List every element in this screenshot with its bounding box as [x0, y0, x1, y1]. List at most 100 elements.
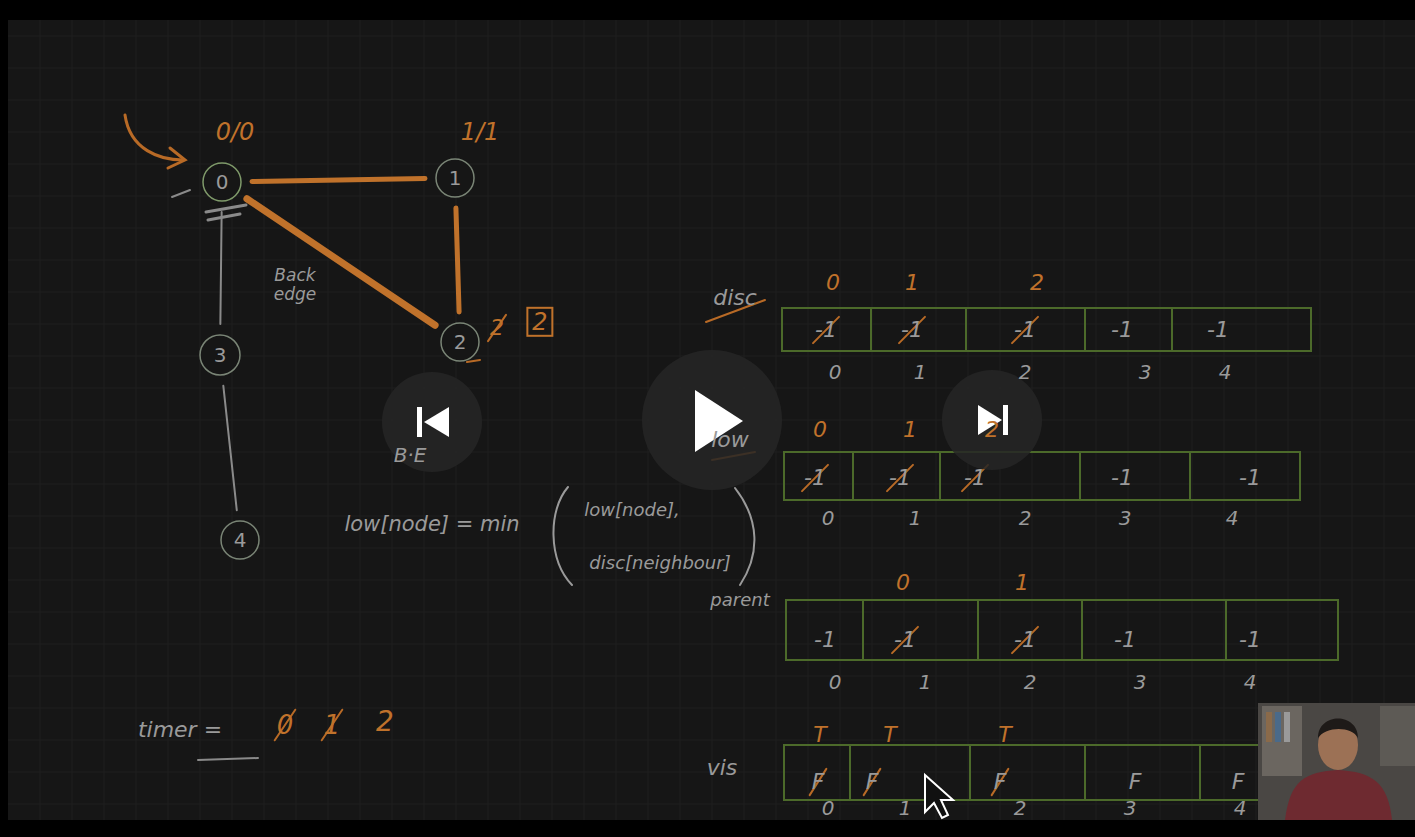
edge-note: B·E — [394, 444, 427, 466]
array-index: 1 — [919, 671, 932, 693]
edge-note: Back edge — [269, 266, 321, 303]
array-index: 2 — [1019, 361, 1032, 383]
graph-edge — [247, 199, 435, 326]
array-name: low — [711, 428, 749, 452]
graph-vertex: 2 — [440, 322, 480, 362]
array-cell: -1 — [1239, 628, 1261, 652]
graph-vertex: 0 — [202, 162, 242, 202]
array-name: disc — [713, 286, 757, 310]
strike-mark — [1012, 627, 1038, 653]
graph-edge — [252, 179, 425, 182]
array-name: parent — [710, 590, 769, 610]
formula: disc[neighbour] — [589, 553, 730, 573]
array-value: 2 — [985, 418, 999, 442]
array-value: 1 — [903, 418, 917, 442]
strike-mark — [813, 317, 839, 343]
strike-mark — [488, 315, 506, 341]
array-value: T — [813, 723, 826, 747]
vertex-number: 0 — [202, 162, 242, 202]
timer-label: timer = — [138, 718, 222, 742]
strike-mark — [992, 769, 1009, 795]
graph-edge — [456, 208, 459, 312]
array-index: 2 — [1024, 671, 1037, 693]
strike-mark — [899, 317, 925, 343]
array-cell: -1 — [804, 466, 826, 490]
array-cell: -1 — [1111, 318, 1133, 342]
formula: low[node], — [584, 500, 679, 520]
array-index: 4 — [1226, 507, 1239, 529]
array-cell: F — [866, 770, 879, 794]
array-cell: -1 — [901, 318, 923, 342]
array-value: T — [998, 723, 1011, 747]
array-value: 1 — [1015, 571, 1029, 595]
array-cell: -1 — [1014, 318, 1036, 342]
strike-mark — [322, 710, 343, 741]
array-cell: F — [1232, 770, 1245, 794]
vertex-number: 2 — [440, 322, 480, 362]
array-index: 0 — [822, 797, 835, 819]
array-name: vis — [707, 756, 738, 780]
array-index: 2 — [1014, 797, 1027, 819]
array-cell: -1 — [894, 628, 916, 652]
array-index: 4 — [1234, 797, 1247, 819]
formula: low[node] = min — [344, 513, 519, 536]
array-cell: -1 — [1111, 466, 1133, 490]
array-index: 3 — [1124, 797, 1137, 819]
vertex-number: 1 — [435, 158, 475, 198]
array-value: 0 — [826, 271, 840, 295]
array-index: 2 — [1019, 507, 1032, 529]
array-cell: -1 — [1207, 318, 1229, 342]
array-value: 0 — [896, 571, 910, 595]
graph-vertex: 4 — [220, 520, 260, 560]
timer-value: 1 — [324, 711, 341, 740]
array-value: 2 — [1030, 271, 1044, 295]
array-index: 3 — [1134, 671, 1147, 693]
array-cell: -1 — [1114, 628, 1136, 652]
array-index: 3 — [1119, 507, 1132, 529]
array-index: 4 — [1219, 361, 1232, 383]
array-cell: F — [1129, 770, 1142, 794]
array-index: 1 — [899, 797, 912, 819]
array-cell: F — [812, 770, 825, 794]
graph-vertex: 1 — [435, 158, 475, 198]
dfs-time: 1/1 — [461, 119, 500, 145]
array-value: T — [883, 723, 896, 747]
graph-edge — [223, 386, 236, 510]
strike-mark — [864, 769, 881, 795]
array-index: 4 — [1244, 671, 1257, 693]
timer-value: 0 — [277, 711, 294, 740]
array-index: 3 — [1139, 361, 1152, 383]
array-value: 1 — [905, 271, 919, 295]
vertex-number: 4 — [220, 520, 260, 560]
strike-mark — [892, 627, 918, 653]
graph-vertex: 3 — [199, 334, 241, 376]
array-index: 1 — [909, 507, 922, 529]
array-index: 0 — [829, 671, 842, 693]
array-index: 1 — [914, 361, 927, 383]
strike-mark — [802, 465, 828, 491]
strike-mark — [810, 769, 827, 795]
array-cell: -1 — [1014, 628, 1036, 652]
vertex-number: 3 — [199, 334, 241, 376]
strike-mark — [275, 710, 296, 741]
array-cell: -1 — [815, 318, 837, 342]
array-index: 0 — [822, 507, 835, 529]
array-cell: -1 — [964, 466, 986, 490]
strike-mark — [1012, 317, 1038, 343]
array-cell: -1 — [889, 466, 911, 490]
dfs-time: 2 — [526, 307, 553, 337]
array-cell: -1 — [814, 628, 836, 652]
dfs-time: 0/0 — [216, 119, 255, 145]
array-value: 0 — [813, 418, 827, 442]
timer-value: 2 — [376, 707, 394, 738]
strike-mark — [887, 465, 913, 491]
array-cell: F — [994, 770, 1007, 794]
graph-edge — [220, 212, 221, 324]
array-index: 0 — [829, 361, 842, 383]
strike-mark — [962, 465, 988, 491]
array-cell: -1 — [1239, 466, 1261, 490]
dfs-time: 2 — [490, 316, 504, 340]
